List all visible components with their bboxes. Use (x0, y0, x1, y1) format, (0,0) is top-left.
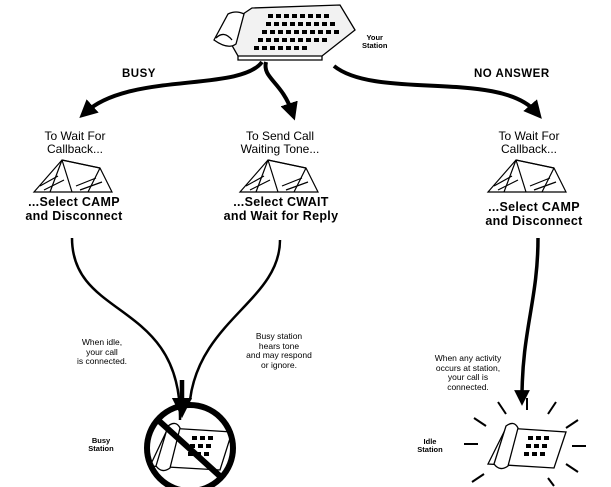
note-line: Busy station (255, 331, 303, 341)
option-camp-no-answer-action: ...Select CAMP and Disconnect (460, 200, 608, 228)
your-station-line2: Station (362, 41, 388, 51)
prompt-line1: To Wait For (498, 129, 560, 143)
busy-branch-label: BUSY (122, 68, 156, 80)
option-cwait-action: ...Select CWAIT and Wait for Reply (196, 195, 366, 223)
action-line1: ...Select CAMP (488, 200, 580, 214)
note-line: occurs at station, (435, 362, 501, 373)
action-line2: and Disconnect (25, 209, 123, 223)
your-station-phone-icon (213, 4, 356, 61)
no-answer-arrow (332, 64, 542, 119)
prohibited-icon (144, 402, 236, 487)
prompt-line2: Callback... (46, 142, 104, 157)
note-line: hears tone (258, 340, 300, 351)
option-camp-busy-prompt: To Wait For Callback... (30, 129, 120, 157)
your-station-label: Your Station (362, 33, 388, 51)
tent-icon (486, 159, 567, 193)
note-line: your call is (447, 372, 489, 383)
idle-station-line1: Idle (423, 437, 437, 446)
note-activity-connect: When any activity occurs at station, you… (420, 353, 516, 392)
your-station-line1: Your (366, 33, 383, 42)
prompt-line2: Callback... (500, 142, 558, 157)
option-camp-no-answer-prompt: To Wait For Callback... (484, 129, 574, 157)
action-line2: and Wait for Reply (223, 209, 339, 223)
note-line: is connected. (76, 356, 128, 367)
idle-station-phone-icon (486, 422, 567, 470)
no-answer-down-arrow (514, 237, 540, 406)
prompt-line1: To Wait For (44, 129, 106, 143)
idle-station-line2: Station (417, 445, 443, 455)
note-line: and may respond (246, 350, 312, 361)
note-busy-tone: Busy station hears tone and may respond … (236, 331, 322, 370)
action-line1: ...Select CWAIT (233, 195, 329, 209)
note-line: or ignore. (261, 359, 297, 370)
idle-station-label: Idle Station (412, 437, 448, 455)
tent-icon (238, 159, 319, 193)
busy-middle-arrow (263, 61, 298, 121)
busy-station-label: Busy Station (80, 436, 122, 454)
camp-to-busy-curve (70, 237, 182, 421)
cwait-to-busy-curve (188, 239, 282, 401)
busy-station-line2: Station (88, 444, 114, 454)
note-idle-connect: When idle, your call is connected. (70, 337, 134, 367)
option-camp-busy-action: ...Select CAMP and Disconnect (4, 195, 144, 223)
no-answer-branch-label: NO ANSWER (474, 68, 550, 80)
note-line: When idle, (81, 337, 123, 347)
note-line: your call (86, 346, 118, 357)
ringing-rays-icon (464, 398, 586, 487)
busy-station-line1: Busy (91, 436, 111, 445)
tent-icon (32, 159, 113, 193)
busy-left-arrow (79, 60, 264, 119)
prompt-line2: Waiting Tone... (240, 142, 320, 157)
action-line1: ...Select CAMP (28, 195, 120, 209)
note-line: When any activity (434, 353, 502, 363)
prompt-line1: To Send Call (245, 129, 315, 143)
action-line2: and Disconnect (485, 214, 583, 228)
note-line: connected. (447, 381, 489, 392)
option-cwait-prompt: To Send Call Waiting Tone... (232, 129, 328, 157)
